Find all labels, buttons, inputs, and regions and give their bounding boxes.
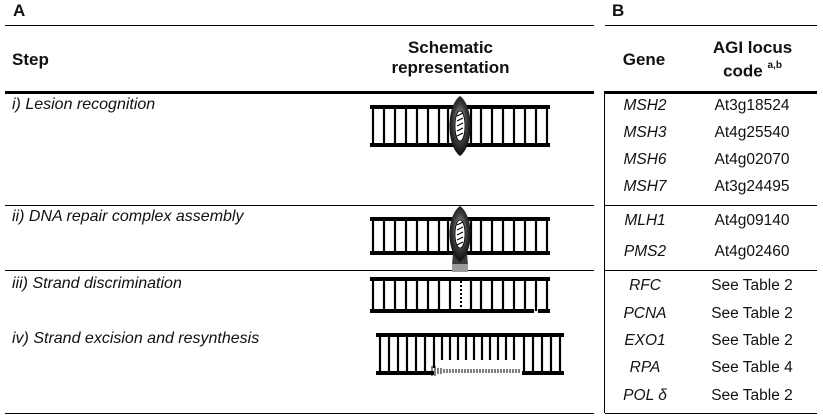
header-agi-line2: code a,b: [690, 58, 815, 82]
panel-a-label: A: [13, 1, 26, 20]
agi-cell: At4g25540: [714, 124, 790, 141]
step-repair-complex-assembly: ii) DNA repair complex assembly: [12, 208, 244, 225]
agi-cell: At3g24495: [714, 178, 790, 195]
header-rule-a: [5, 91, 594, 94]
section-rule-a-2: [5, 270, 594, 271]
agi-cell: See Table 2: [711, 387, 793, 404]
msh-clamp-2: [449, 206, 471, 262]
header-gene: Gene: [622, 50, 666, 69]
agi-cell: See Table 2: [711, 332, 793, 349]
top-rule-a: [5, 25, 594, 26]
header-agi: AGI locus code a,b: [690, 38, 815, 82]
gene-cell: RFC: [629, 277, 661, 294]
gene-cell: MSH2: [623, 97, 667, 114]
agi-cell: At4g02460: [714, 243, 790, 260]
agi-cell: At4g09140: [714, 212, 790, 229]
gene-cell: PCNA: [623, 305, 667, 322]
schematic-repair-complex-assembly: [370, 206, 550, 272]
schematic-lesion-recognition: [370, 96, 550, 156]
section-rule-a-1: [5, 205, 594, 206]
bottom-rule-b: [605, 413, 817, 414]
agi-cell: See Table 2: [711, 277, 793, 294]
gene-cell: MSH7: [623, 178, 667, 195]
agi-cell: At4g02070: [714, 151, 790, 168]
section-rule-b-1: [605, 205, 817, 206]
header-agi-superscript: a,b: [767, 60, 782, 71]
gene-cell: MSH6: [623, 151, 667, 168]
header-step: Step: [12, 50, 49, 69]
gene-cell: MLH1: [624, 212, 666, 229]
panel-b-left-border: [604, 91, 605, 413]
header-schematic: Schematic representation: [368, 38, 533, 78]
header-schematic-line1: Schematic: [407, 38, 494, 57]
header-agi-code: code: [723, 61, 763, 81]
header-schematic-line2: representation: [391, 58, 510, 77]
top-rule-b: [605, 25, 817, 26]
step-strand-excision-resynthesis: iv) Strand excision and resynthesis: [12, 330, 260, 347]
section-rule-b-2: [605, 270, 817, 271]
resynthesis-tick-marks: [431, 366, 520, 376]
dna-duplex-3: [370, 277, 550, 313]
bottom-rule-a: [5, 413, 594, 414]
agi-cell: See Table 4: [711, 359, 793, 376]
agi-cell: At3g18524: [714, 97, 790, 114]
msh-clamp-1: [449, 96, 471, 156]
gene-cell: EXO1: [624, 332, 666, 349]
header-agi-line1: AGI locus: [712, 38, 793, 57]
schematic-strand-excision: [376, 333, 564, 376]
gene-cell: POL δ: [623, 387, 667, 404]
gene-cell: MSH3: [623, 124, 667, 141]
schematic-strand-discrimination: [370, 277, 550, 313]
header-rule-b: [605, 91, 817, 94]
step-lesion-recognition: i) Lesion recognition: [12, 96, 156, 113]
step-strand-discrimination: iii) Strand discrimination: [12, 275, 182, 292]
gene-cell: RPA: [629, 359, 661, 376]
agi-cell: See Table 2: [711, 305, 793, 322]
panel-b-label: B: [612, 1, 625, 20]
dna-duplex-4: [376, 333, 564, 376]
gene-cell: PMS2: [623, 243, 667, 260]
